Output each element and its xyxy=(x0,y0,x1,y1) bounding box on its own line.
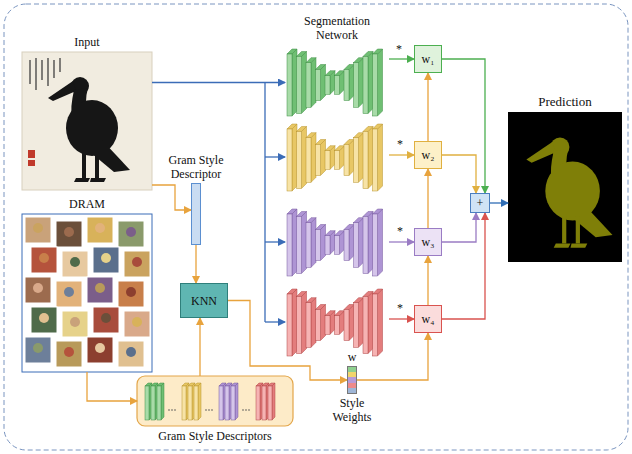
segmentation-network: Segmentation Network xyxy=(285,45,389,120)
descriptor-bank: Gram Style Descriptors xyxy=(137,376,293,426)
connector xyxy=(442,59,485,193)
connector xyxy=(442,213,476,242)
prediction-image: Prediction xyxy=(508,112,622,262)
node-text: + xyxy=(477,196,484,210)
node-text: w₁ xyxy=(422,52,435,66)
connector xyxy=(442,155,476,193)
connector xyxy=(152,82,285,83)
weight-box: w₁ xyxy=(414,45,442,73)
node-caption: Prediction xyxy=(538,95,591,109)
node-caption: Gram Style Descriptor xyxy=(158,153,234,181)
weight-box: w₄ xyxy=(414,305,442,333)
style-weights-bar: wStyle Weights xyxy=(347,366,357,394)
operator-mark: * xyxy=(397,224,403,238)
node-caption: Style Weights xyxy=(324,396,380,424)
node-caption: Input xyxy=(74,35,99,49)
sum-box: + xyxy=(470,193,490,213)
input-image: Input xyxy=(22,52,152,190)
connector xyxy=(427,73,428,141)
connector xyxy=(152,185,191,210)
node-caption: Segmentation Network xyxy=(291,14,383,42)
operator-mark: * xyxy=(397,137,403,151)
connector xyxy=(357,333,428,380)
weight-box: w₂ xyxy=(414,141,442,169)
node-caption: w xyxy=(348,350,357,364)
node-text: w₃ xyxy=(422,235,435,249)
node-caption: DRAM xyxy=(69,197,105,211)
node-text: w₂ xyxy=(422,148,435,162)
descriptor-bar: Gram Style Descriptor xyxy=(191,183,201,245)
connector xyxy=(427,256,428,305)
connector xyxy=(228,301,347,381)
connector xyxy=(427,169,428,228)
dataset-collage: DRAM xyxy=(22,214,152,372)
node-text: KNN xyxy=(191,294,217,308)
connector xyxy=(442,213,485,319)
node-caption: Gram Style Descriptors xyxy=(158,429,271,443)
connector xyxy=(195,245,196,283)
connector xyxy=(490,202,508,203)
connector xyxy=(389,58,414,59)
operator-mark: * xyxy=(397,301,403,315)
connector xyxy=(87,372,137,401)
knn-box: KNN xyxy=(180,283,228,318)
connector xyxy=(199,318,200,376)
node-text: w₄ xyxy=(422,312,435,326)
weight-box: w₃ xyxy=(414,228,442,256)
edge-label: * xyxy=(396,42,402,56)
